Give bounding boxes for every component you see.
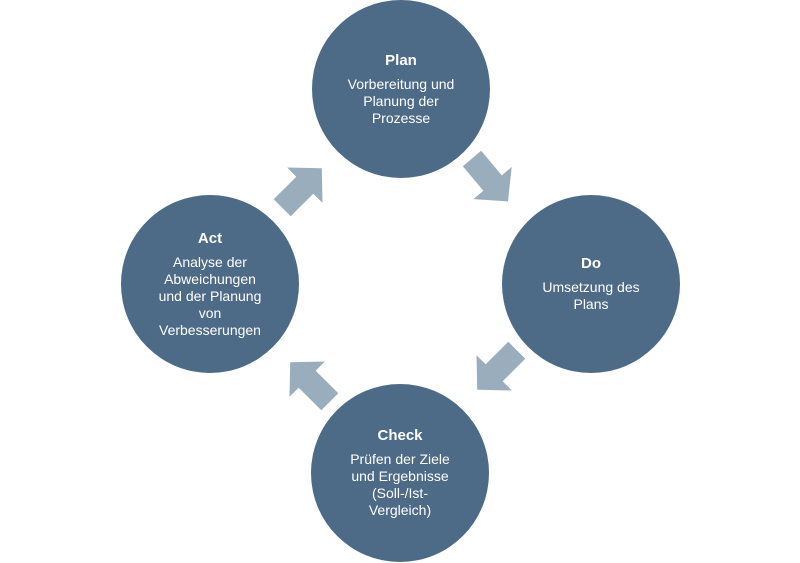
act-desc-line: Analyse der [173,253,247,270]
plan-desc-line: Planung der [363,92,439,109]
plan-description: Vorbereitung und Planung der Prozesse [348,76,455,127]
plan-circle: Plan Vorbereitung und Planung der Prozes… [312,0,490,178]
do-desc-line: Plans [573,296,609,312]
arrow-act-to-plan [273,167,323,217]
check-desc-line: und Ergebnisse [351,468,449,484]
arrow-plan-to-do [462,150,512,202]
act-desc-line: von [198,304,222,321]
check-desc-line: Vergleich) [368,502,432,518]
act-desc-line: Abweichungen [164,270,256,287]
plan-title: Plan [385,51,417,69]
check-description: Prüfen der Ziele und Ergebnisse (Soll-/I… [350,451,450,519]
arrow-do-to-check [476,341,526,391]
act-circle: Act Analyse der Abweichungen und der Pla… [121,195,299,373]
check-desc-line: Prüfen der Ziele [350,451,450,467]
do-circle: Do Umsetzung des Plans [502,195,680,373]
check-desc-line: (Soll-/Ist- [371,485,428,501]
act-description: Analyse der Abweichungen und der Planung… [159,254,262,339]
plan-desc-line: Prozesse [371,109,431,126]
check-circle: Check Prüfen der Ziele und Ergebnisse (S… [311,384,489,562]
plan-desc-line: Vorbereitung und [347,75,455,92]
do-title: Do [581,255,601,272]
arrow-check-to-act [289,361,339,411]
act-title: Act [197,229,223,247]
do-description: Umsetzung des Plans [542,279,639,313]
act-desc-line: Verbesserungen [159,321,261,338]
act-desc-line: und der Planung [158,287,262,304]
check-title: Check [377,427,423,444]
do-desc-line: Umsetzung des [542,279,640,295]
